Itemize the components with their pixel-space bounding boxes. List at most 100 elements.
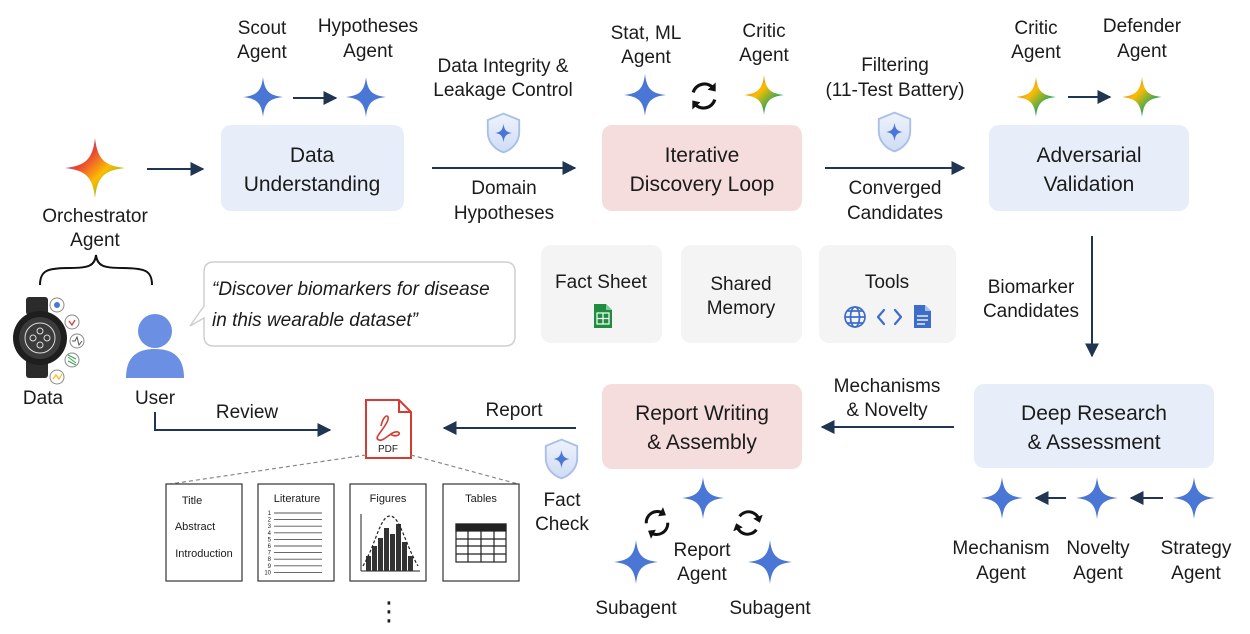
prompt-line-1: “Discover biomarkers for disease: [212, 279, 490, 300]
literature-number: 8: [268, 557, 272, 563]
subagent-left-star-icon: [614, 540, 658, 584]
stat-ml-agent-star-icon: [624, 74, 666, 116]
deep-research-box: Deep Research & Assessment: [974, 384, 1214, 468]
critic-adv-label-2: Agent: [1011, 42, 1061, 63]
prompt-line-2: in this wearable dataset”: [212, 310, 420, 331]
biomarker-label-1: Biomarker: [988, 277, 1075, 298]
dashed-connector-right: [410, 454, 519, 485]
orchestrator-agent: Orchestrator Agent: [42, 138, 148, 251]
literature-number: 10: [264, 570, 271, 576]
user-icon: [126, 314, 184, 378]
defender-label-1: Defender: [1103, 16, 1182, 37]
review-edge-label: Review: [216, 402, 279, 423]
literature-number: 4: [268, 531, 272, 537]
shared-memory-label-1: Shared: [710, 274, 771, 295]
deep-research-label-2: & Assessment: [1027, 431, 1160, 454]
adversarial-label-1: Adversarial: [1036, 144, 1141, 167]
literature-number: 3: [268, 524, 272, 530]
stat-ml-label-2: Agent: [621, 47, 671, 68]
critic-agent-gradient-star-icon: [1016, 77, 1056, 117]
literature-number: 5: [268, 537, 272, 543]
data-understanding-label-2: Understanding: [244, 173, 381, 196]
fact-check-label-2: Check: [535, 514, 589, 535]
literature-number: 7: [268, 551, 272, 557]
critic-agent-gradient-star-icon: [744, 75, 784, 115]
mechanism-label-2: Agent: [976, 563, 1026, 584]
gemini-gradient-star-icon: [65, 138, 125, 198]
domain-hyp-label-2: Hypotheses: [454, 203, 554, 224]
document-icon: [914, 305, 931, 328]
orchestrator-label-1: Orchestrator: [42, 206, 148, 227]
mechanisms-label-1: Mechanisms: [834, 376, 941, 397]
stat-ml-label-1: Stat, ML: [611, 23, 682, 44]
report-page-tables: Tables: [442, 483, 520, 582]
table-figure: [455, 523, 507, 563]
critic-adv-label-1: Critic: [1014, 18, 1057, 39]
subagent-right-label: Subagent: [729, 598, 811, 619]
dashed-connector-left: [169, 454, 367, 485]
tools-label: Tools: [865, 272, 909, 293]
prompt-bubble: “Discover biomarkers for disease in this…: [189, 261, 516, 347]
shield-icon: [877, 111, 912, 153]
critic-loop-label-1: Critic: [742, 21, 785, 42]
discovery-loop-label-2: Discovery Loop: [630, 173, 775, 196]
refresh-cycle-icon: [731, 505, 765, 541]
shield-icon: [544, 438, 579, 480]
discovery-loop-label-1: Iterative: [665, 144, 740, 167]
scout-label-1: Scout: [238, 18, 287, 39]
integrity-label-1: Data Integrity &: [438, 56, 569, 77]
integrity-label-2: Leakage Control: [433, 80, 572, 101]
brace: [39, 254, 153, 286]
converged-label-2: Candidates: [847, 203, 943, 224]
adversarial-box: Adversarial Validation: [989, 125, 1189, 211]
novelty-label-2: Agent: [1073, 563, 1123, 584]
report-agent-label-2: Agent: [677, 564, 727, 585]
report-edge-label: Report: [485, 400, 543, 421]
pdf-label: PDF: [378, 444, 398, 455]
literature-heading: Literature: [274, 493, 320, 505]
mechanism-label-1: Mechanism: [952, 538, 1049, 559]
filtering-label-2: (11-Test Battery): [825, 80, 964, 101]
mechanism-agent-star-icon: [981, 477, 1023, 519]
hypotheses-label-2: Agent: [343, 41, 393, 62]
tools-box: Tools: [819, 245, 956, 343]
figures-heading: Figures: [370, 493, 407, 505]
histogram-figure: [360, 514, 420, 572]
domain-hyp-label-1: Domain: [471, 178, 536, 199]
section-abstract: Abstract: [175, 521, 215, 533]
deep-research-label-1: Deep Research: [1021, 402, 1167, 425]
report-writing-label-2: & Assembly: [647, 431, 757, 454]
shared-memory-box: Shared Memory: [681, 245, 802, 343]
report-page-title: Title Abstract Introduction: [165, 483, 243, 582]
hypotheses-label-1: Hypotheses: [318, 16, 418, 37]
globe-icon: [844, 306, 866, 328]
arrow-user-review: [154, 412, 332, 437]
smartwatch-icon: [13, 297, 85, 385]
code-icon: [876, 308, 903, 326]
data-understanding-label-1: Data: [290, 144, 335, 167]
defender-label-2: Agent: [1117, 41, 1167, 62]
orchestrator-label-2: Agent: [70, 230, 120, 251]
more-pages-ellipsis: ⋮: [376, 596, 402, 626]
converged-label-1: Converged: [849, 178, 942, 199]
mechanisms-label-2: & Novelty: [846, 400, 928, 421]
user-label: User: [135, 388, 176, 409]
novelty-agent-star-icon: [1076, 477, 1118, 519]
report-page-figures: Figures: [349, 483, 427, 582]
fact-check-label-1: Fact: [544, 490, 582, 511]
data-understanding-box: Data Understanding: [221, 125, 404, 211]
literature-number: 9: [268, 564, 272, 570]
scout-label-2: Agent: [237, 42, 287, 63]
refresh-cycle-icon: [690, 80, 718, 112]
tables-heading: Tables: [465, 493, 497, 505]
fact-sheet-box: Fact Sheet: [541, 245, 662, 343]
strategy-agent-star-icon: [1173, 477, 1215, 519]
adversarial-label-2: Validation: [1044, 173, 1135, 196]
refresh-cycle-icon: [640, 505, 674, 541]
subagent-left-label: Subagent: [595, 598, 677, 619]
section-title: Title: [182, 495, 202, 507]
fact-sheet-label: Fact Sheet: [555, 272, 648, 293]
report-agent-label-1: Report: [673, 540, 731, 561]
